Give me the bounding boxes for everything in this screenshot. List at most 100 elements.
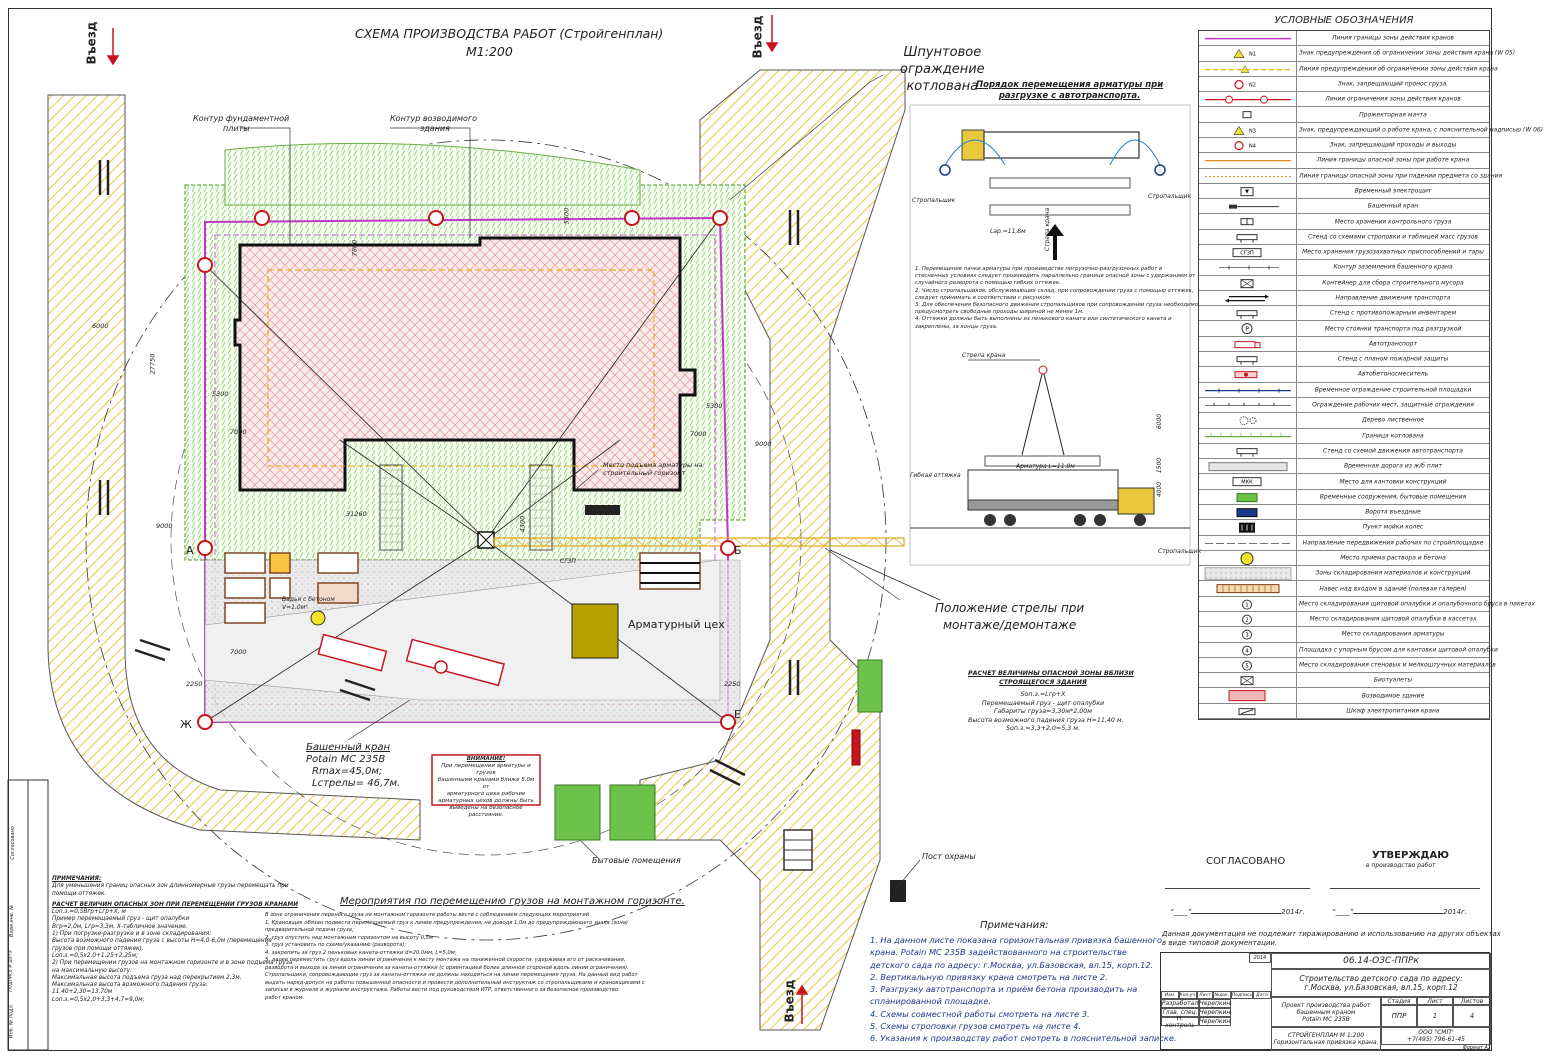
height-6000: 6000 <box>1156 413 1164 430</box>
legend-symbol-icon <box>1199 703 1297 718</box>
title-block: 06.14-ОЗС-ППРк Строительство детского са… <box>1160 952 1491 1051</box>
legend-label: Временное ограждение строительной площад… <box>1314 386 1472 394</box>
svg-text:2: 2 <box>1245 618 1249 624</box>
approval-approve-sub: в производство работ <box>1366 862 1436 869</box>
legend-symbol-icon <box>1199 229 1297 245</box>
legend-symbol-icon <box>1199 489 1297 504</box>
legend-symbol-icon <box>1199 428 1297 443</box>
legend-row: Линия предупреждения об ограничении зоны… <box>1199 61 1498 77</box>
legend-symbol-icon <box>1199 367 1297 382</box>
legend-symbol-icon: 3 <box>1199 627 1297 642</box>
dim-9000-left: 9000 <box>156 522 173 530</box>
legend-row: Ограждение рабочих мест, защитные огражд… <box>1199 397 1489 414</box>
legend-symbol-icon <box>1199 382 1297 397</box>
svg-text:5: 5 <box>1245 663 1249 669</box>
legend-symbol-icon <box>1199 352 1297 367</box>
name-1: Черепкин <box>1199 1008 1231 1017</box>
legend-table: УСЛОВНЫЕ ОБОЗНАЧЕНИЯ Линия границы зоны … <box>1198 15 1543 720</box>
dim-7000-c: 7000 <box>690 430 707 438</box>
legend-row: Стенд с противопожарным инвентарем <box>1199 306 1489 322</box>
legend-row: Линия ограничения зоны действия кранов <box>1199 92 1489 108</box>
legend-label: Место для кантовки конструкций <box>1339 478 1447 486</box>
sheet-value: 1 <box>1417 1005 1453 1027</box>
slinger-right-label: Стропальщик <box>1148 193 1192 200</box>
crane-boom <box>493 537 905 547</box>
legend-row: Место приема раствора и бетона <box>1199 550 1489 567</box>
legend-symbol-icon <box>1199 290 1297 306</box>
legend-label: Знак предупреждения об ограничении зоны … <box>1299 49 1516 57</box>
rebar-len-label: Арматура L=11.8м <box>1016 463 1075 470</box>
dim-2250-a: 2250 <box>186 680 203 688</box>
legend-row: Автотранспорт <box>1199 336 1489 353</box>
legend-label: Линия границы зоны действия кранов <box>1331 34 1455 42</box>
doc-code: 06.14-ОЗС-ППРк <box>1271 953 1491 969</box>
legend-label: Граница котлована <box>1362 432 1424 440</box>
legend-label: Возводимое здание <box>1361 692 1425 700</box>
approval-date-left: “____”2014г. <box>1170 908 1305 916</box>
format: Формат А1 <box>1462 1045 1491 1051</box>
legend-symbol-icon <box>1199 336 1297 352</box>
legend-row: Стенд со схемами строповки и таблицей ма… <box>1199 229 1489 246</box>
legend-symbol-icon: N3 <box>1199 122 1297 137</box>
legend-symbol-icon <box>1199 199 1297 214</box>
legend-label: Контейнер для сбора строительного мусора <box>1322 279 1464 287</box>
legend-label: Место хранения грузозахватных приспособл… <box>1302 248 1484 256</box>
legend-row: Дерево лиственное <box>1199 413 1489 429</box>
legend-label: Навес над входом в здание (полевая галер… <box>1319 585 1467 593</box>
legend-label: Стенд с противопожарным инвентарем <box>1329 309 1457 317</box>
legend-row: Место хранения контрольного груза <box>1199 214 1489 230</box>
legend-label: Стенд со схемой движения автотранспорта <box>1323 447 1463 455</box>
legend-row: Ворота въездные <box>1199 504 1489 521</box>
legend-label: Автобетоносмеситель <box>1357 370 1429 378</box>
slinger-left-label: Стропальщик <box>912 197 956 204</box>
company: ООО "СМП"+7(495) 796-61-45 <box>1381 1027 1491 1045</box>
height-4000: 4000 <box>1156 481 1164 498</box>
legend-row: Прожекторная мачта <box>1199 107 1489 123</box>
legend-label: Временные сооружения, бытовые помещения <box>1319 493 1467 501</box>
dim-7000-a: 7000 <box>230 428 247 436</box>
year-cell: 2014 <box>1249 953 1271 963</box>
guard-post-label: Пост охраны <box>922 852 976 861</box>
rebar-notes: 1. Перемещение пачки арматуры при произв… <box>915 266 1198 330</box>
legend-symbol-icon <box>1199 459 1297 474</box>
plan-title: СХЕМА ПРОИЗВОДСТВА РАБОТ (Стройгенплан) <box>355 26 664 41</box>
crane-boom-direction-2: Стрела крана <box>962 352 1006 359</box>
stamp-head-cell: Лист <box>1197 991 1213 999</box>
legend-row: Стенд со схемой движения автотранспорта <box>1199 443 1489 460</box>
warning-note: ВНИМАНИЕ! При перемещении арматуры и гру… <box>437 756 535 818</box>
legend-label: Место хранения контрольного груза <box>1334 218 1452 226</box>
svg-text:N4: N4 <box>1249 144 1256 150</box>
legend-symbol-icon <box>1199 397 1297 413</box>
legend-row: Линия границы опасной зоны при падении п… <box>1199 168 1502 184</box>
legend-title: УСЛОВНЫЕ ОБОЗНАЧЕНИЯ <box>1274 15 1414 26</box>
legend-label: Место стоянки транспорта под разгрузкой <box>1324 325 1462 333</box>
legend-symbol-icon <box>1199 535 1297 550</box>
legend-row: Граница котлована <box>1199 428 1489 444</box>
legend-label: Временная дорога из ж/б плит <box>1343 462 1443 470</box>
legend-label: Зоны складирования материалов и конструк… <box>1315 569 1471 577</box>
legend-row: Направление передвижения рабочих по стро… <box>1199 535 1489 551</box>
plan-scale: М1:200 <box>466 44 513 59</box>
legend-label: Знак, запрещающий пронос груза. <box>1337 80 1449 88</box>
legend-symbol-icon <box>1199 260 1297 275</box>
entry-label-top-right: Въезд <box>750 15 765 59</box>
point-e: Е <box>734 708 741 721</box>
dim-7000-b: 7000 <box>230 648 247 656</box>
svg-text:1: 1 <box>1245 602 1249 608</box>
legend-symbol-icon <box>1199 581 1297 596</box>
role-0: Разработал <box>1161 999 1199 1008</box>
rebar-length-label: Lар.=11,8м <box>990 228 1026 235</box>
stage-value: ППР <box>1381 1005 1417 1027</box>
legend-label: Знак, предупреждающий о работе крана, с … <box>1299 126 1543 134</box>
dim-9000-right: 9000 <box>755 440 772 448</box>
point-a: А <box>186 544 194 557</box>
